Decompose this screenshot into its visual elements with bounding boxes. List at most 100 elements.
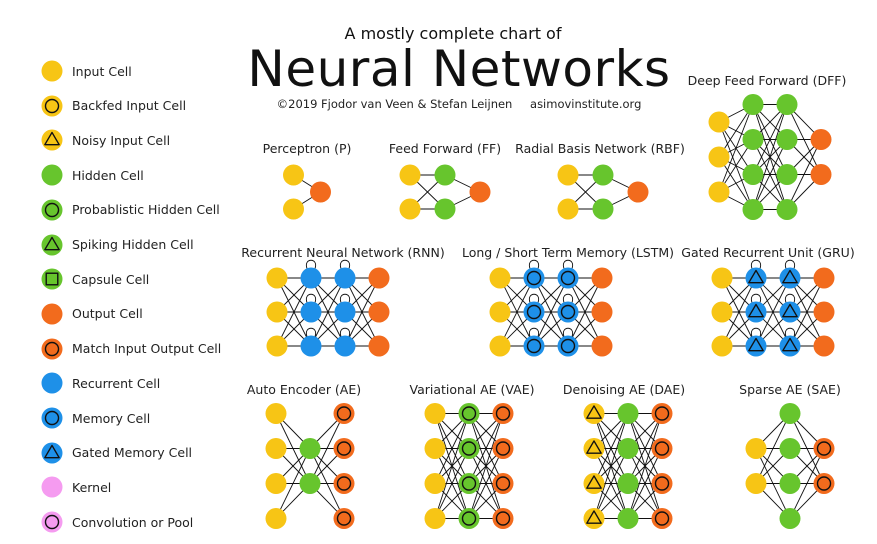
network-cell [265,473,287,494]
connection-line [309,413,345,484]
legend-swatch-icon [41,60,63,82]
legend-label: Convolution or Pool [72,514,194,530]
network-cell [810,164,832,185]
legend-swatch-icon [41,95,63,117]
connection-line [310,277,346,347]
network-cell [368,267,390,289]
network-cell [557,198,579,220]
network-cell [711,267,733,289]
legend-item-noisy-input-cell: Noisy Input Cell [38,128,170,152]
self-loop [528,327,540,337]
network-cell [776,94,798,115]
legend-swatch-icon [41,303,63,325]
self-loop [750,259,762,269]
website-text: asimovinstitute.org [530,97,642,111]
self-loop [750,293,762,303]
legend-swatch-icon [41,476,63,498]
copyright-text: ©2019 Fjodor van Veen & Stefan Leijnen [276,97,513,111]
network-p [283,164,331,220]
legend-item-spiking-hidden-cell: Spiking Hidden Cell [38,233,194,257]
network-cell [458,473,480,494]
network-cell [742,199,764,220]
connections [275,413,345,519]
connection-line [468,413,504,519]
network-cell [779,508,801,529]
network-cell [399,164,421,186]
network-label-vae: Variational AE (VAE) [409,382,535,397]
network-cell [458,403,480,424]
network-cell [813,267,835,289]
legend-item-match-input-output-cell: Match Input Output Cell [38,337,221,361]
self-loop [784,293,796,303]
network-cell [333,438,355,459]
network-cell [557,164,579,186]
self-loop [305,327,317,337]
network-cell [492,403,514,424]
network-cell [813,438,835,459]
network-cell [283,164,304,186]
network-cell [583,403,605,424]
connection-line [789,448,825,519]
network-cell [779,301,801,323]
legend-swatch-icon [41,407,63,429]
connection-line [627,413,663,519]
legend-item-convolution-or-pool: Convolution or Pool [38,510,193,534]
network-cell [492,438,514,459]
network-cell [334,267,356,289]
network-cell [424,473,446,494]
network-cell [458,508,480,529]
network-cell [779,403,801,424]
network-cell [591,267,613,289]
network-cell [368,335,390,357]
connection-line [434,413,470,484]
network-cell [266,301,288,323]
legend-item-input-cell: Input Cell [38,59,132,83]
connection-line [499,277,535,347]
network-cell [310,181,331,203]
legend-item-memory-cell: Memory Cell [38,406,150,430]
legend-label: Capsule Cell [72,271,150,287]
network-cell [711,301,733,323]
connection-line [593,413,629,519]
legend-cell-icon [41,442,63,464]
legend-label: Match Input Output Cell [72,341,222,357]
network-cell [334,301,356,323]
network-dff [708,94,832,220]
legend-label: Gated Memory Cell [72,445,193,461]
connection-line [344,277,380,347]
self-loop [562,293,574,303]
network-cell [523,267,545,289]
network-cell [779,473,801,494]
connection-line [755,413,791,484]
network-cell [779,438,801,459]
network-cell [469,181,491,203]
self-loop [528,293,540,303]
connections [593,413,663,519]
network-cell [651,403,673,424]
network-cell [299,438,321,459]
network-cell [265,438,287,459]
legend-label: Kernel [72,479,112,495]
network-cell [424,403,446,424]
network-cell [489,301,511,323]
network-label-dff: Deep Feed Forward (DFF) [687,73,847,88]
network-cell [583,508,605,529]
network-cell [617,508,639,529]
connections [434,413,504,519]
connection-line [789,277,825,347]
legend-item-probablistic-hidden-cell: Probablistic Hidden Cell [38,198,220,222]
network-cell [266,335,288,357]
self-loop [528,259,540,269]
legend-cell-icon [41,234,63,255]
connection-line [627,448,663,519]
network-cell [651,438,673,459]
network-cell [745,473,767,494]
self-loop [562,327,574,337]
network-label-gru: Gated Recurrent Unit (GRU) [681,245,855,260]
connection-line [752,104,788,175]
network-dae [583,403,673,529]
network-cell [523,301,545,323]
network-rbf [557,164,649,220]
legend-swatch-icon [41,199,63,221]
